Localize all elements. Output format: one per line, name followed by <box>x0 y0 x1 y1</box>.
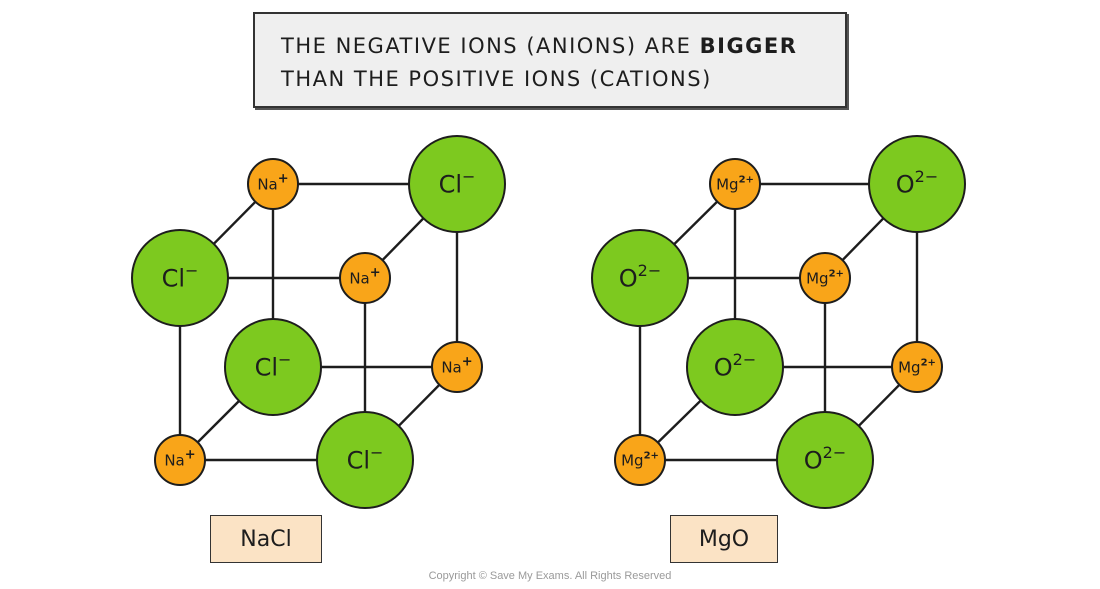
nacl-anion-bbl: Cl− <box>224 318 322 416</box>
ion-charge: 2+ <box>644 451 659 462</box>
mgo-label: MgO <box>670 515 778 563</box>
anion-label: Cl− <box>162 261 199 293</box>
anion-label: O2− <box>896 167 938 199</box>
title-bold-word: BIGGER <box>699 34 798 58</box>
mgo-cation-bbr: Mg2+ <box>891 341 943 393</box>
ion-charge: + <box>462 355 473 370</box>
cation-label: Mg2+ <box>716 175 754 194</box>
anion-label: Cl− <box>347 443 384 475</box>
cation-sphere <box>247 158 299 210</box>
ion-symbol: Na <box>441 358 461 376</box>
anion-sphere <box>408 135 506 233</box>
copyright-notice: Copyright © Save My Exams. All Rights Re… <box>428 570 672 582</box>
ion-charge: 2− <box>915 167 939 186</box>
anion-label: O2− <box>714 350 756 382</box>
anion-sphere <box>316 411 414 509</box>
cation-sphere <box>799 252 851 304</box>
ion-charge: 2+ <box>829 269 844 280</box>
ion-charge: + <box>370 266 381 281</box>
ion-symbol: Na <box>164 451 184 469</box>
cation-label: Mg2+ <box>898 358 936 377</box>
ion-charge: 2+ <box>739 175 754 186</box>
ion-symbol: Mg <box>806 269 828 287</box>
cation-sphere <box>709 158 761 210</box>
cation-sphere <box>431 341 483 393</box>
ion-symbol: O <box>804 447 823 475</box>
ion-charge: 2− <box>733 350 757 369</box>
title-box: THE NEGATIVE IONS (ANIONS) ARE BIGGER TH… <box>253 12 847 108</box>
anion-label: O2− <box>804 443 846 475</box>
ion-symbol: Mg <box>898 358 920 376</box>
nacl-label: NaCl <box>210 515 322 563</box>
cation-sphere <box>891 341 943 393</box>
nacl-anion-btr: Cl− <box>408 135 506 233</box>
ion-charge: − <box>278 350 291 369</box>
cation-sphere <box>339 252 391 304</box>
mgo-anion-btr: O2− <box>868 135 966 233</box>
nacl-cation-fbl: Na+ <box>154 434 206 486</box>
ion-charge: − <box>462 167 475 186</box>
mgo-cation-fbl: Mg2+ <box>614 434 666 486</box>
cation-sphere <box>154 434 206 486</box>
ion-symbol: Cl <box>255 354 278 382</box>
anion-label: Cl− <box>439 167 476 199</box>
anion-sphere <box>686 318 784 416</box>
ion-symbol: Na <box>257 175 277 193</box>
nacl-cation-bbr: Na+ <box>431 341 483 393</box>
nacl-cube: Na+Cl−Cl−Na+Cl−Na+Na+Cl− <box>131 135 506 509</box>
ion-charge: 2− <box>823 443 847 462</box>
ion-charge: + <box>185 448 196 463</box>
nacl-cation-ftr: Na+ <box>339 252 391 304</box>
nacl-anion-fbr: Cl− <box>316 411 414 509</box>
nacl-anion-ftl: Cl− <box>131 229 229 327</box>
ion-symbol: Cl <box>162 265 185 293</box>
title-line-1: THE NEGATIVE IONS (ANIONS) ARE BIGGER <box>281 30 845 63</box>
ion-symbol: Mg <box>716 175 738 193</box>
ion-symbol: O <box>896 171 915 199</box>
mgo-anion-ftl: O2− <box>591 229 689 327</box>
ion-charge: + <box>278 172 289 187</box>
title-line-2: THAN THE POSITIVE IONS (CATIONS) <box>281 67 712 91</box>
ion-symbol: O <box>714 354 733 382</box>
cation-sphere <box>614 434 666 486</box>
anion-sphere <box>868 135 966 233</box>
anion-sphere <box>776 411 874 509</box>
anion-sphere <box>224 318 322 416</box>
mgo-anion-bbl: O2− <box>686 318 784 416</box>
ion-charge: − <box>370 443 383 462</box>
ion-symbol: Cl <box>347 447 370 475</box>
cation-label: Na+ <box>349 266 380 288</box>
cation-label: Na+ <box>441 355 472 377</box>
ion-charge: 2− <box>638 261 662 280</box>
anion-sphere <box>131 229 229 327</box>
mgo-cation-btl: Mg2+ <box>709 158 761 210</box>
nacl-cation-btl: Na+ <box>247 158 299 210</box>
mgo-cube: Mg2+O2−O2−Mg2+O2−Mg2+Mg2+O2− <box>591 135 966 509</box>
ion-charge: − <box>185 261 198 280</box>
title-line-1-text: THE NEGATIVE IONS (ANIONS) ARE <box>281 34 700 58</box>
cation-label: Na+ <box>164 448 195 470</box>
cation-label: Na+ <box>257 172 288 194</box>
anion-sphere <box>591 229 689 327</box>
anion-label: Cl− <box>255 350 292 382</box>
ion-symbol: Cl <box>439 171 462 199</box>
ion-symbol: O <box>619 265 638 293</box>
mgo-anion-fbr: O2− <box>776 411 874 509</box>
anion-label: O2− <box>619 261 661 293</box>
ion-symbol: Mg <box>621 451 643 469</box>
cation-label: Mg2+ <box>621 451 659 470</box>
cation-label: Mg2+ <box>806 269 844 288</box>
ion-charge: 2+ <box>921 358 936 369</box>
mgo-cation-ftr: Mg2+ <box>799 252 851 304</box>
ion-symbol: Na <box>349 269 369 287</box>
